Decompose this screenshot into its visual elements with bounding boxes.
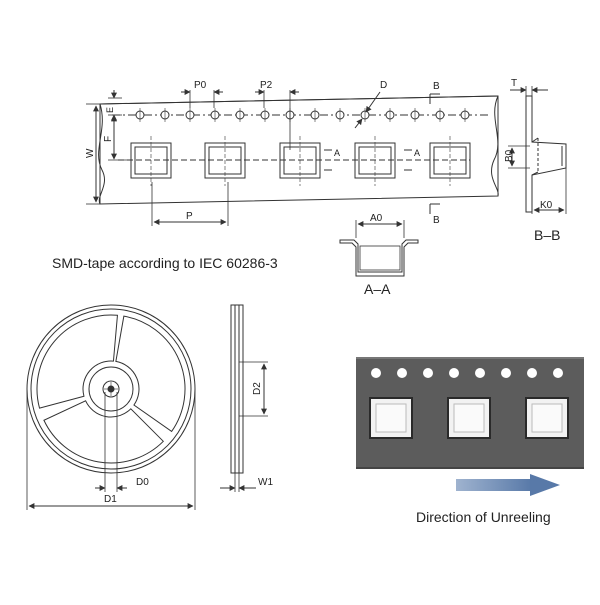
label-a-right: A [414, 148, 420, 158]
label-p2: P2 [260, 80, 273, 91]
label-d: D [380, 80, 387, 91]
section-aa-title: A–A [364, 281, 391, 297]
unreel-caption: Direction of Unreeling [416, 509, 551, 525]
sprocket-hole [310, 108, 320, 122]
iec-caption: SMD-tape according to IEC 60286-3 [52, 255, 278, 271]
sprocket-hole [335, 108, 345, 122]
pocket [204, 136, 246, 186]
photo-pocket [447, 397, 491, 439]
section-aa-view [339, 220, 419, 277]
sprocket-hole [435, 108, 445, 122]
label-w: W [85, 148, 96, 158]
label-w1: W1 [258, 477, 273, 488]
label-p: P [186, 211, 193, 222]
reel-front-view [26, 304, 196, 510]
photo-hole [449, 368, 459, 378]
section-bb-title: B–B [534, 227, 560, 243]
sprocket-hole [260, 108, 270, 122]
reel-windows [36, 314, 186, 464]
tape-photo [356, 357, 584, 469]
photo-hole [371, 368, 381, 378]
sprocket-hole [135, 108, 145, 122]
pocket [354, 136, 396, 186]
label-d2: D2 [252, 382, 263, 395]
label-d1: D1 [104, 494, 117, 505]
pocket [279, 136, 321, 186]
tape-top-view [86, 89, 499, 226]
label-p0: P0 [194, 80, 207, 91]
sprocket-hole [160, 108, 170, 122]
section-bb-view [508, 86, 567, 214]
label-t: T [511, 78, 517, 89]
pocket [130, 136, 172, 186]
label-a-left: A [334, 148, 340, 158]
reel-window [115, 315, 186, 433]
reel-window [43, 400, 165, 464]
label-b-bottom: B [433, 215, 440, 226]
label-b-top: B [433, 81, 440, 92]
sprocket-hole [360, 108, 370, 122]
photo-sprocket-holes [371, 368, 563, 378]
label-a0: A0 [370, 213, 383, 224]
sprocket-hole [210, 108, 220, 122]
photo-hole [475, 368, 485, 378]
photo-hole [423, 368, 433, 378]
photo-pockets [369, 397, 569, 439]
photo-pocket [369, 397, 413, 439]
photo-hole [501, 368, 511, 378]
photo-hole [397, 368, 407, 378]
photo-hole [553, 368, 563, 378]
label-b0: B0 [504, 149, 515, 162]
reel-window [36, 314, 118, 409]
label-f: F [103, 136, 114, 142]
unreel-arrow-icon [456, 474, 560, 496]
photo-pocket [525, 397, 569, 439]
sprocket-hole [410, 108, 420, 122]
sprocket-hole [235, 108, 245, 122]
sprocket-hole [185, 108, 195, 122]
label-e: E [105, 107, 115, 113]
photo-hole [527, 368, 537, 378]
sprocket-hole [460, 108, 470, 122]
label-d0: D0 [136, 477, 149, 488]
pocket [429, 136, 471, 186]
sprocket-hole [385, 108, 395, 122]
label-k0: K0 [540, 200, 553, 211]
reel-side-view [220, 304, 268, 492]
sprocket-holes [135, 108, 470, 122]
